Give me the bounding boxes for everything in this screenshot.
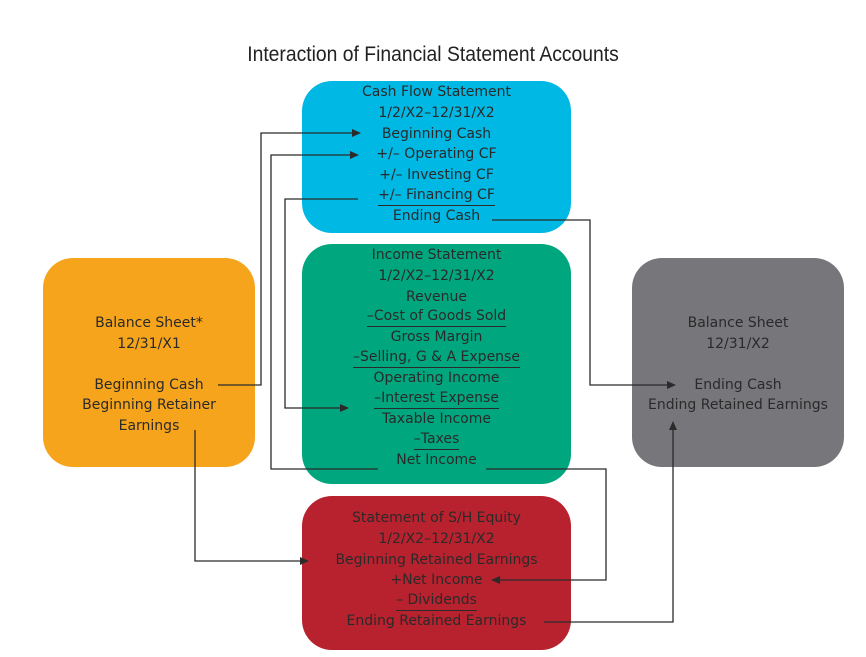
balance-sheet-x2-box: Balance Sheet 12/31/X2 Ending Cash Endin… xyxy=(632,258,844,467)
cash-flow-statement-box: Cash Flow Statement 1/2/X2–12/31/X2 Begi… xyxy=(302,81,571,233)
is-sga: –Selling, G & A Expense xyxy=(353,348,520,369)
eq-dividends: – Dividends xyxy=(396,591,477,612)
bs1-title: Balance Sheet* xyxy=(95,315,203,331)
is-title: Income Statement xyxy=(371,247,502,263)
eq-ending-re: Ending Retained Earnings xyxy=(346,613,527,630)
is-cogs: –Cost of Goods Sold xyxy=(366,307,507,328)
bs2-ending-re: Ending Retained Earnings xyxy=(648,397,828,414)
is-gross-margin: Gross Margin xyxy=(390,329,483,346)
eq-title: Statement of S/H Equity xyxy=(352,510,521,526)
eq-net-income: +Net Income xyxy=(390,572,483,589)
cfs-period: 1/2/X2–12/31/X2 xyxy=(378,104,495,121)
is-operating-income: Operating Income xyxy=(373,370,500,387)
is-taxes: –Taxes xyxy=(413,430,460,450)
bs2-ending-cash: Ending Cash xyxy=(694,376,782,393)
is-net-income: Net Income xyxy=(396,451,477,468)
is-taxable-income: Taxable Income xyxy=(381,410,492,427)
is-revenue: Revenue xyxy=(406,288,467,305)
diagram-title: Interaction of Financial Statement Accou… xyxy=(247,43,619,66)
bs2-date: 12/31/X2 xyxy=(706,335,770,352)
is-interest-expense: –Interest Expense xyxy=(374,389,499,409)
cfs-financing-cf: +/– Financing CF xyxy=(378,186,495,206)
eq-period: 1/2/X2–12/31/X2 xyxy=(378,530,495,547)
cfs-investing-cf: +/– Investing CF xyxy=(379,167,494,184)
cfs-title: Cash Flow Statement xyxy=(361,84,512,100)
bs2-title: Balance Sheet xyxy=(687,315,789,331)
balance-sheet-x1-box: Balance Sheet* 12/31/X1 Beginning Cash B… xyxy=(43,258,255,467)
bs1-date: 12/31/X1 xyxy=(117,335,181,352)
income-statement-box: Income Statement 1/2/X2–12/31/X2 Revenue… xyxy=(302,244,571,484)
eq-beginning-re: Beginning Retained Earnings xyxy=(335,551,538,568)
bs1-beginning-retained: Beginning Retainer xyxy=(82,397,216,414)
cfs-operating-cf: +/– Operating CF xyxy=(376,146,497,163)
bs1-beginning-cash: Beginning Cash xyxy=(94,376,204,393)
cfs-ending-cash: Ending Cash xyxy=(392,207,481,224)
equity-statement-box: Statement of S/H Equity 1/2/X2–12/31/X2 … xyxy=(302,496,571,650)
is-period: 1/2/X2–12/31/X2 xyxy=(378,267,495,284)
cfs-beginning-cash: Beginning Cash xyxy=(381,125,492,142)
bs1-earnings: Earnings xyxy=(118,418,180,435)
